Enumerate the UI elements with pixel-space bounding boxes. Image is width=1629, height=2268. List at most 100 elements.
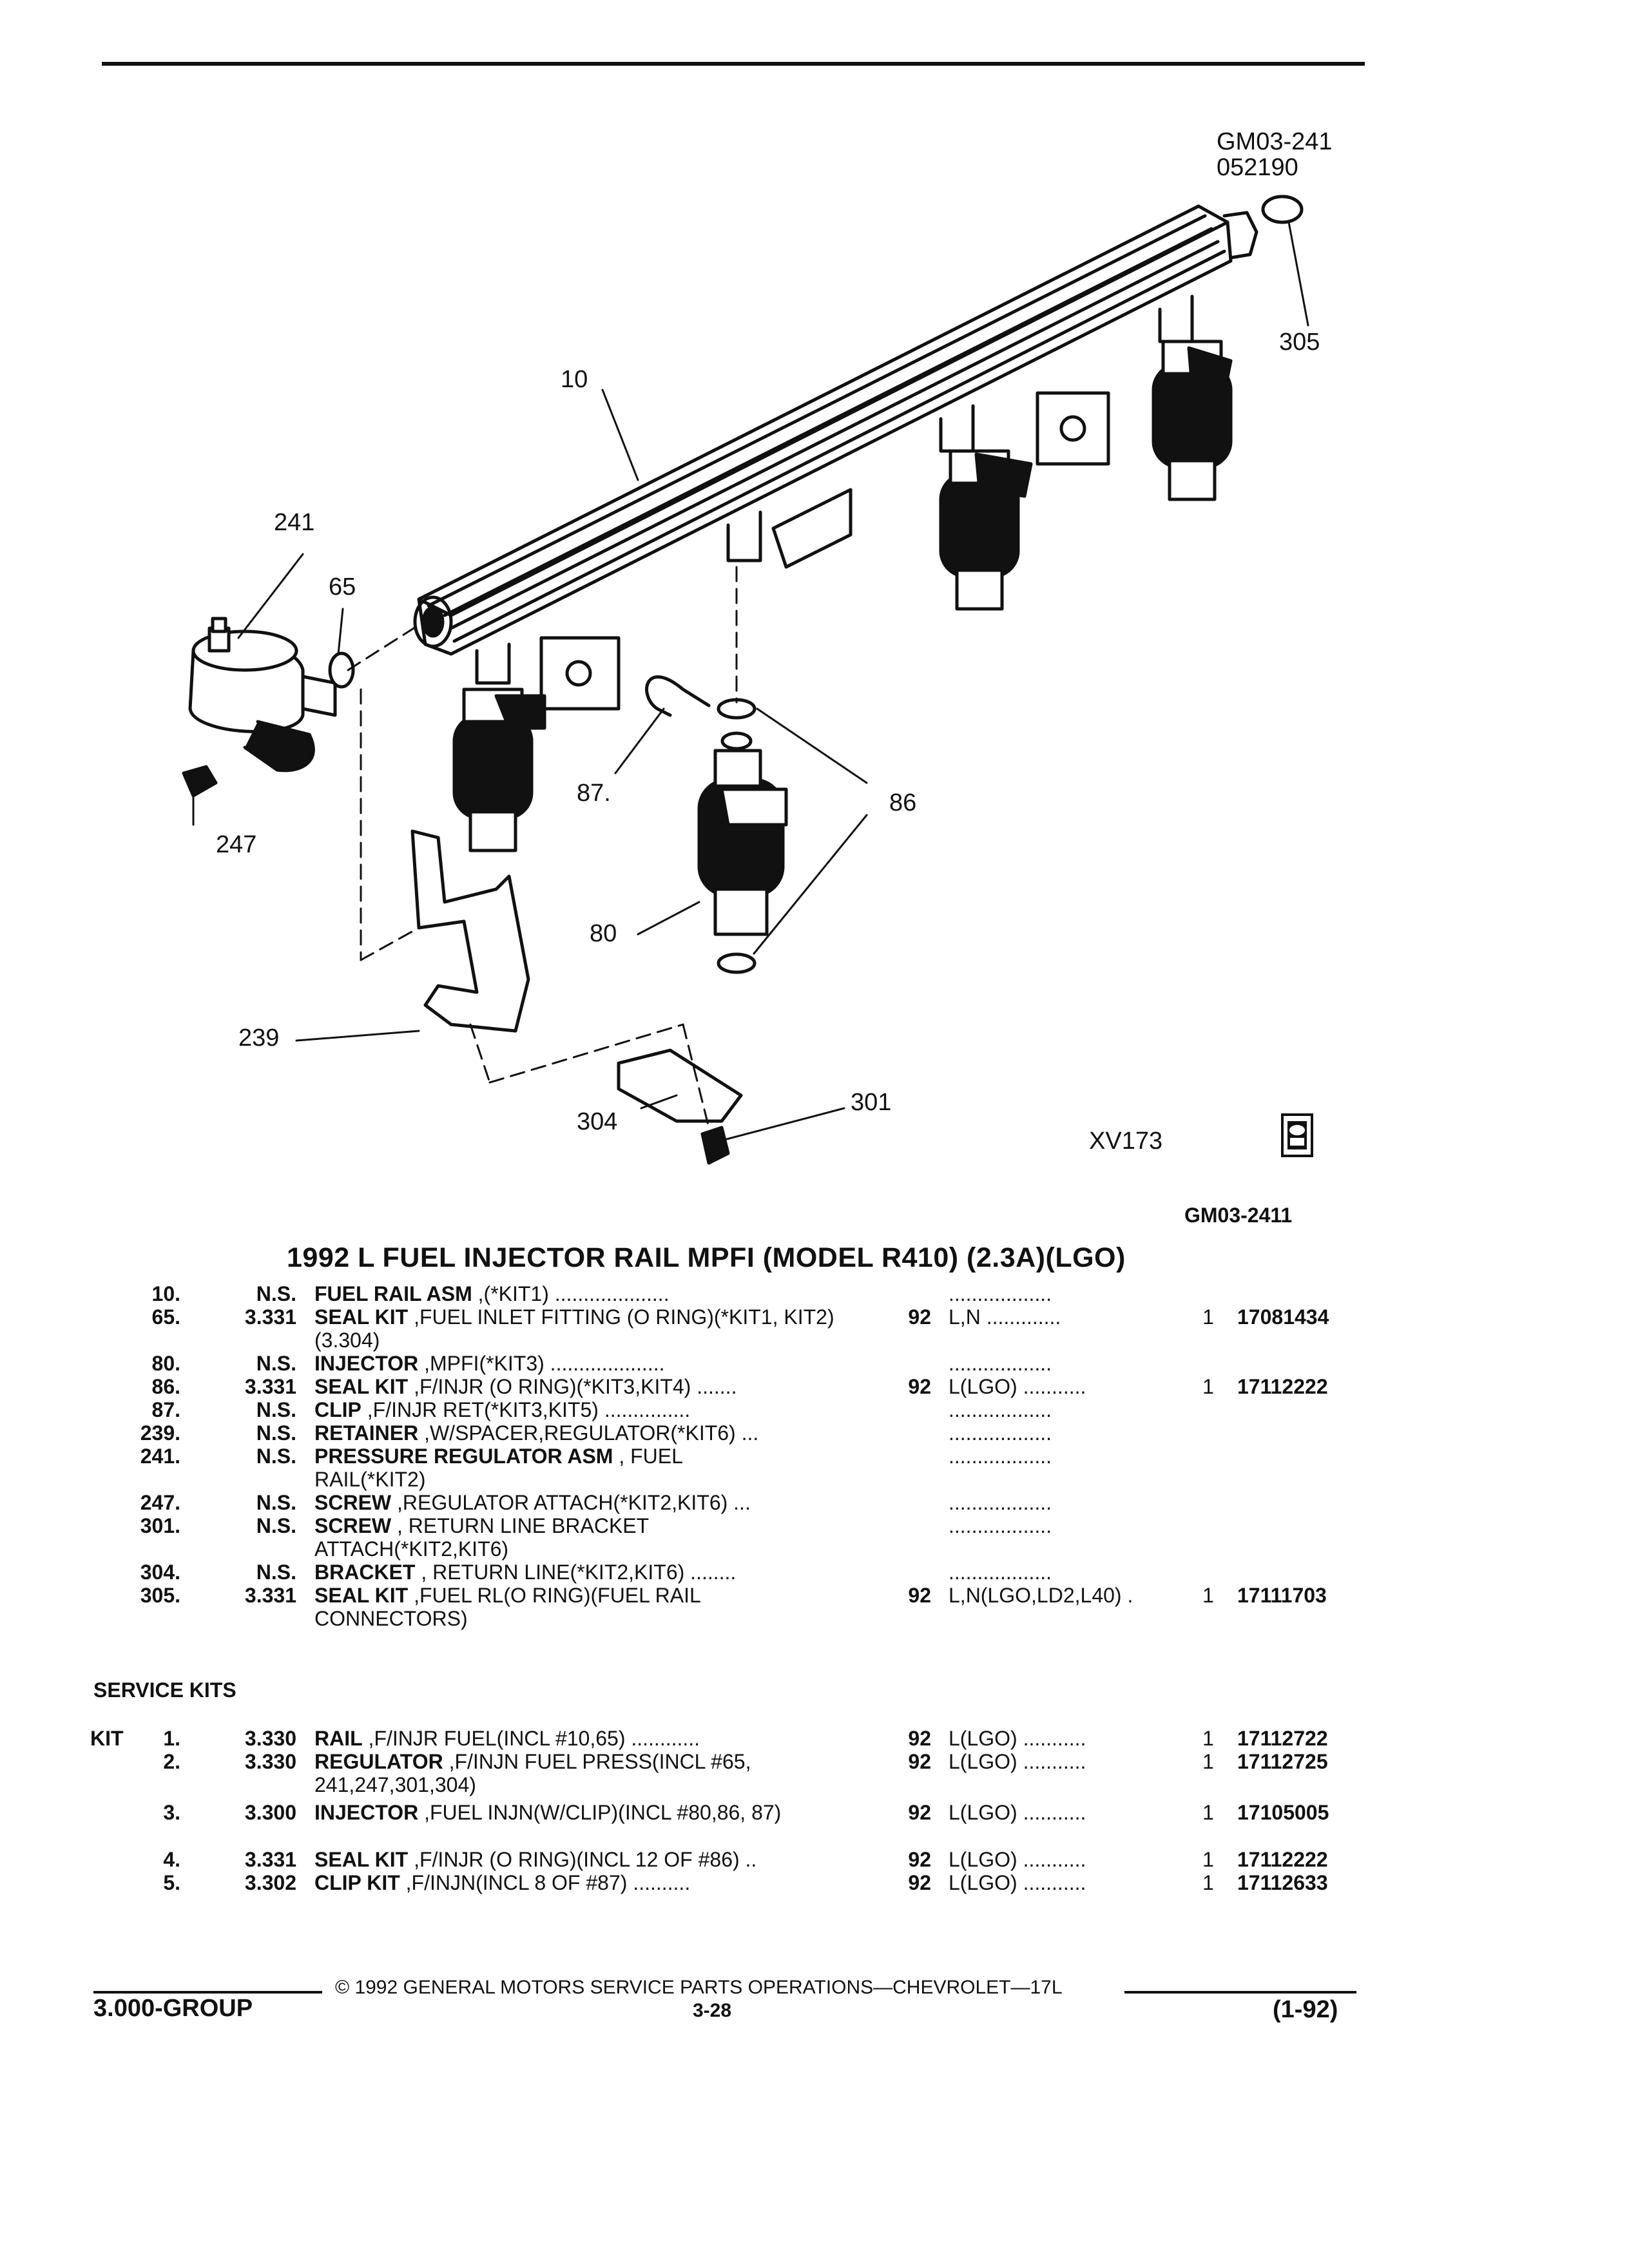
part-description: INJECTOR ,MPFI(*KIT3) ..................… [314, 1352, 665, 1375]
group-number: N.S. [256, 1398, 296, 1421]
usage: .................. [949, 1561, 1052, 1584]
group-number: N.S. [256, 1421, 296, 1445]
part-description: SCREW , RETURN LINE BRACKET ATTACH(*KIT2… [314, 1514, 649, 1561]
ref-number: 1. [163, 1727, 180, 1750]
model-year: 92 [908, 1305, 931, 1329]
callout-87: 87. [577, 780, 611, 807]
quantity: 1 [1202, 1750, 1214, 1773]
group-number: 3.330 [244, 1750, 296, 1773]
part-number: 17112722 [1237, 1727, 1328, 1750]
gm-spo-logo [1281, 1113, 1313, 1157]
group-number: 3.331 [244, 1305, 296, 1329]
kit-label: KIT [90, 1727, 124, 1750]
figure-date: 052190 [1217, 154, 1298, 181]
pressure-regulator [188, 617, 337, 773]
quantity: 1 [1202, 1848, 1214, 1871]
page-title: 1992 L FUEL INJECTOR RAIL MPFI (MODEL R4… [287, 1242, 1126, 1273]
part-number: 17112725 [1237, 1750, 1328, 1773]
quantity: 1 [1202, 1871, 1214, 1894]
model-year: 92 [908, 1375, 931, 1398]
regulator-retainer [410, 829, 530, 1033]
ref-number: 241. [140, 1445, 180, 1468]
usage: L(LGO) ........... [949, 1801, 1086, 1824]
part-number: 17105005 [1237, 1801, 1329, 1824]
callout-247: 247 [216, 831, 257, 858]
ref-number: 80. [151, 1352, 180, 1375]
part-number: 17112633 [1237, 1871, 1328, 1894]
usage: L(LGO) ........... [949, 1375, 1086, 1398]
service-kits-heading: SERVICE KITS [93, 1678, 236, 1702]
group-number: N.S. [256, 1561, 296, 1584]
callout-304: 304 [577, 1108, 618, 1135]
usage: L,N ............. [949, 1305, 1061, 1329]
usage: L(LGO) ........... [949, 1727, 1086, 1750]
quantity: 1 [1202, 1801, 1214, 1824]
ref-number: 87. [151, 1398, 180, 1421]
model-year: 92 [908, 1871, 931, 1894]
group-number: 3.300 [244, 1801, 296, 1824]
group-label: 3.000-GROUP [93, 1995, 253, 2022]
part-description: REGULATOR ,F/INJN FUEL PRESS(INCL #65, 2… [314, 1750, 751, 1796]
usage: L,N(LGO,LD2,L40) . [949, 1584, 1133, 1607]
part-description: RETAINER ,W/SPACER,REGULATOR(*KIT6) ... [314, 1421, 759, 1445]
usage: .................. [949, 1514, 1052, 1537]
return-line-bracket [617, 1048, 743, 1123]
callout-80: 80 [590, 920, 617, 947]
quantity: 1 [1202, 1375, 1214, 1398]
usage: L(LGO) ........... [949, 1750, 1086, 1773]
part-number: 17112222 [1237, 1375, 1328, 1398]
group-number: 3.302 [244, 1871, 296, 1894]
quantity: 1 [1202, 1727, 1214, 1750]
part-description: SEAL KIT ,FUEL RL(O RING)(FUEL RAIL CONN… [314, 1584, 700, 1630]
ref-number: 5. [163, 1871, 180, 1894]
part-description: CLIP KIT ,F/INJN(INCL 8 OF #87) ........… [314, 1871, 691, 1894]
part-description: PRESSURE REGULATOR ASM , FUEL RAIL(*KIT2… [314, 1445, 682, 1491]
ref-number: 247. [140, 1491, 180, 1514]
group-number: 3.330 [244, 1727, 296, 1750]
group-number: N.S. [256, 1445, 296, 1468]
usage: .................. [949, 1282, 1052, 1305]
group-number: 3.331 [244, 1848, 296, 1871]
group-number: 3.331 [244, 1375, 296, 1398]
ref-number: 239. [140, 1421, 180, 1445]
model-year: 92 [908, 1750, 931, 1773]
part-description: BRACKET , RETURN LINE(*KIT2,KIT6) ......… [314, 1561, 737, 1584]
illustration-code: XV173 [1089, 1128, 1163, 1155]
injector-clip [645, 675, 711, 717]
ref-number: 4. [163, 1848, 180, 1871]
part-description: CLIP ,F/INJR RET(*KIT3,KIT5) ...........… [314, 1398, 691, 1421]
callout-86: 86 [889, 789, 917, 816]
callout-65: 65 [329, 573, 356, 601]
fuel-rail-body [413, 204, 1258, 711]
fuel-rail-exploded-diagram [182, 195, 1309, 1165]
group-number: 3.331 [244, 1584, 296, 1607]
usage: .................. [949, 1352, 1052, 1375]
ref-number: 301. [140, 1514, 180, 1537]
regulator-screw [182, 765, 218, 798]
quantity: 1 [1202, 1305, 1214, 1329]
callout-239: 239 [238, 1024, 280, 1052]
footer-rule-right [1124, 1991, 1356, 1994]
callout-241: 241 [274, 509, 315, 536]
part-description: SEAL KIT ,FUEL INLET FITTING (O RING)(*K… [314, 1305, 834, 1352]
footer-rule-left [93, 1991, 322, 1994]
model-year: 92 [908, 1584, 931, 1607]
ref-number: 2. [163, 1750, 180, 1773]
part-description: RAIL ,F/INJR FUEL(INCL #10,65) .........… [314, 1727, 700, 1750]
group-number: N.S. [256, 1514, 296, 1537]
model-year: 92 [908, 1727, 931, 1750]
usage: L(LGO) ........... [949, 1848, 1086, 1871]
figure-ref: GM03-2411 [1184, 1204, 1293, 1227]
usage: L(LGO) ........... [949, 1871, 1086, 1894]
part-description: SEAL KIT ,F/INJR (O RING)(INCL 12 OF #86… [314, 1848, 757, 1871]
usage: .................. [949, 1398, 1052, 1421]
ref-number: 65. [151, 1305, 180, 1329]
part-description: INJECTOR ,FUEL INJN(W/CLIP)(INCL #80,86,… [314, 1801, 782, 1824]
callout-305: 305 [1279, 329, 1320, 356]
return-line-screw [700, 1126, 730, 1165]
group-number: N.S. [256, 1352, 296, 1375]
usage: .................. [949, 1421, 1052, 1445]
part-number: 17112222 [1237, 1848, 1328, 1871]
quantity: 1 [1202, 1584, 1214, 1607]
callout-10: 10 [561, 366, 588, 393]
